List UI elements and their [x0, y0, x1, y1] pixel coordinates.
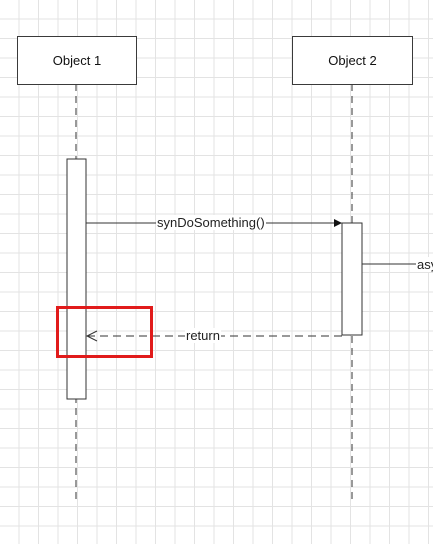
return-arrowhead — [85, 330, 98, 342]
object-1-activation-bar[interactable] — [66, 158, 87, 400]
object-2-activation-bar[interactable] — [341, 222, 363, 336]
async-message-label: asy — [416, 257, 433, 272]
return-label: return — [185, 328, 221, 343]
syn-call-label: synDoSomething() — [156, 215, 266, 230]
object-2-label: Object 2 — [328, 53, 377, 68]
object-1-box[interactable]: Object 1 — [17, 36, 137, 85]
object-2-box[interactable]: Object 2 — [292, 36, 413, 85]
object-1-label: Object 1 — [52, 53, 102, 68]
syn-call-arrowhead — [334, 219, 342, 227]
highlight-box — [56, 306, 153, 358]
